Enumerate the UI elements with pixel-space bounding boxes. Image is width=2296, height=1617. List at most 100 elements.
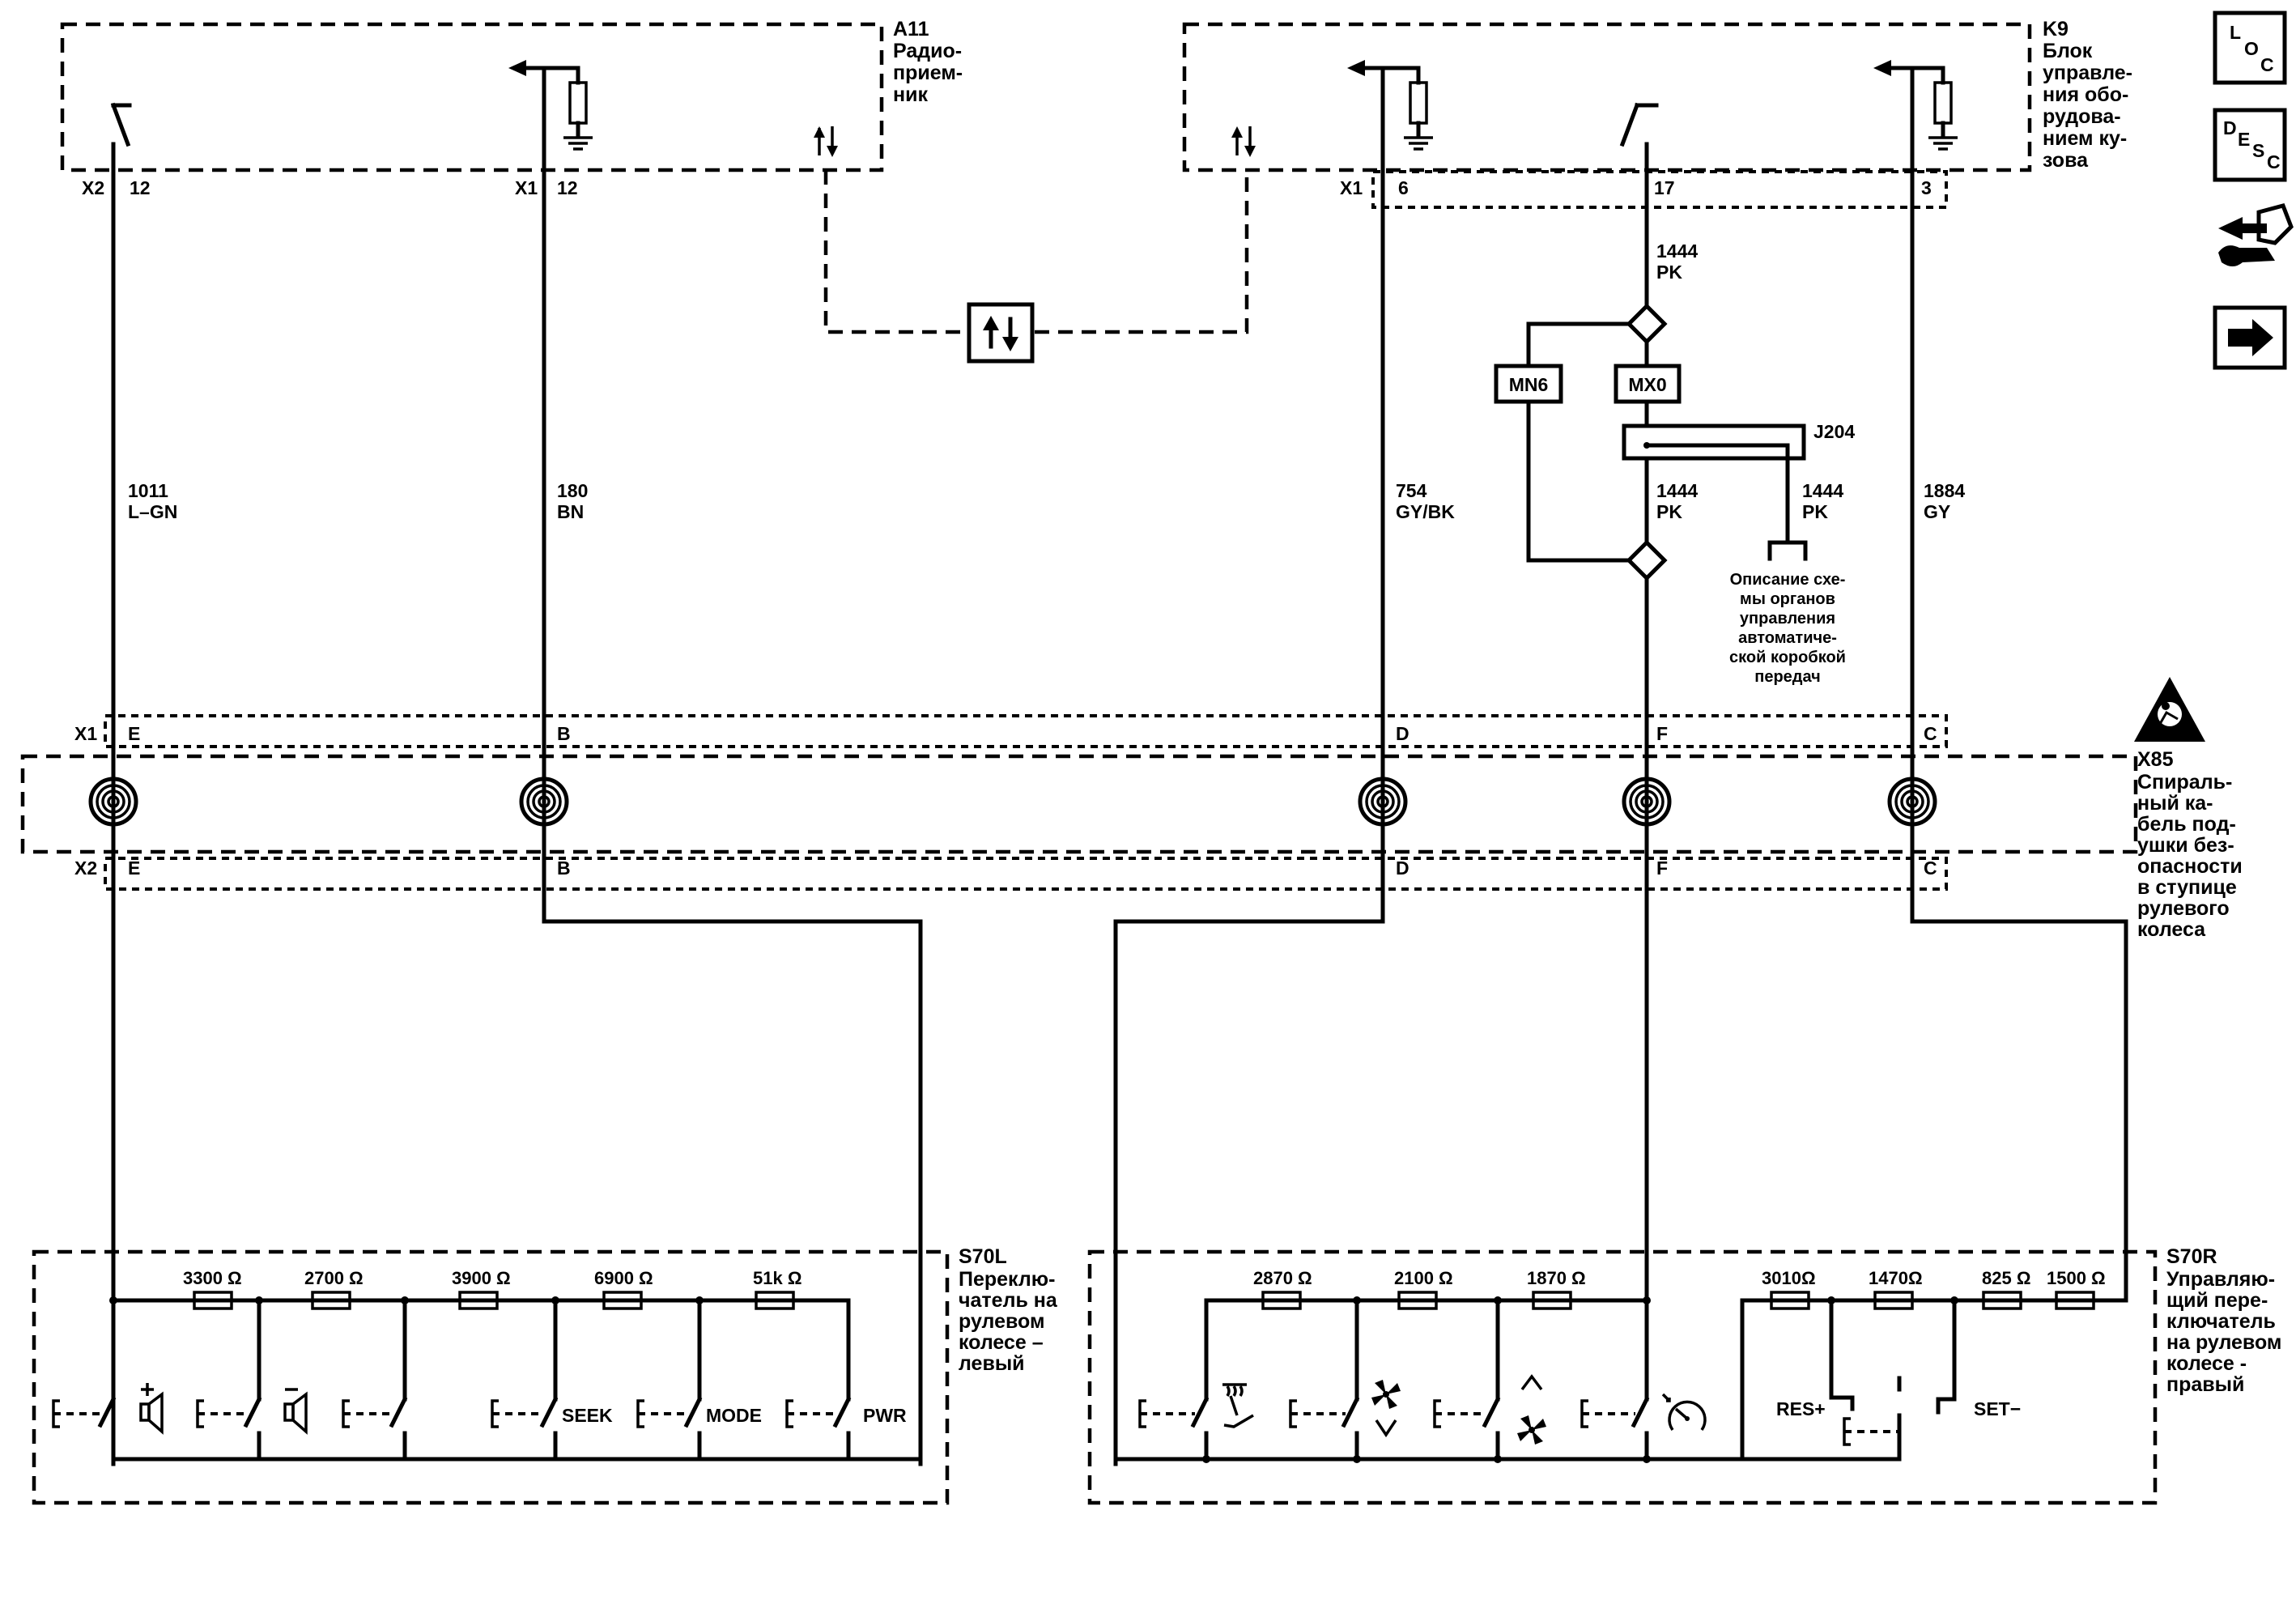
resistor-value: 2700 Ω — [304, 1268, 364, 1288]
serial-data-link — [823, 170, 1249, 364]
s70r-name-line: Управляю- — [2166, 1268, 2275, 1291]
module-k9: K9 Блок управле- ния обо- рудова- нием к… — [1182, 18, 2132, 209]
seek-label: SEEK — [562, 1405, 613, 1426]
clockspring-name-line: ушки без- — [2137, 834, 2234, 857]
a11-name-line: прием- — [893, 62, 963, 84]
wire-circuit-number: 1884 — [1924, 480, 1965, 501]
clockspring-x1-connector — [104, 714, 1948, 748]
s70l-name-line: колесе – — [959, 1331, 1044, 1354]
k9-id: K9 — [2043, 18, 2069, 40]
s70r-name-line: на рулевом — [2166, 1331, 2281, 1354]
clockspring-name-line: бель под- — [2137, 813, 2236, 836]
switch-s70r: S70R Управляю- щий пере- ключатель на ру… — [1087, 1245, 2281, 1505]
actuator — [196, 1399, 248, 1428]
coil-icon — [88, 777, 138, 827]
a11-conn-x1: X1 — [515, 177, 538, 198]
circuit-180: 180 BN — [542, 66, 923, 1466]
reference-note: Описание схе- мы органов управления авто… — [1729, 571, 1846, 686]
seat-heater-icon — [1222, 1383, 1254, 1428]
option-splice-bottom — [1626, 539, 1668, 581]
actuator — [491, 1399, 544, 1428]
loc-letter: O — [2244, 38, 2259, 59]
res-plus-label: RES+ — [1776, 1398, 1826, 1419]
a11-name-line: ник — [893, 83, 928, 106]
clockspring-name-line: Спираль- — [2137, 771, 2232, 794]
actuator — [1433, 1399, 1486, 1428]
resistor-value: 6900 Ω — [594, 1268, 653, 1288]
s70l-id: S70L — [959, 1245, 1007, 1268]
s70r-name-line: колесе - — [2166, 1352, 2247, 1375]
a11-conn-x2: X2 — [82, 177, 104, 198]
resistor-value: 3900 Ω — [452, 1268, 511, 1288]
reference-note-line: автоматиче- — [1738, 629, 1837, 647]
s70r-name-line: щий пере- — [2166, 1289, 2268, 1312]
actuator — [636, 1399, 688, 1428]
a11-pin-12-left: 12 — [130, 177, 151, 198]
clockspring-name-line: опасности — [2137, 855, 2243, 878]
option-mx0-label: MX0 — [1628, 374, 1666, 395]
resistor — [458, 1291, 499, 1310]
reference-note-line: Описание схе- — [1730, 571, 1846, 589]
clockspring-name-line: колеса — [2137, 918, 2206, 941]
s70l-name-line: Переклю- — [959, 1268, 1055, 1291]
actuator — [785, 1399, 837, 1428]
actuator — [1580, 1399, 1635, 1428]
wire-circuit-number: 180 — [557, 480, 588, 501]
desc-letter: S — [2252, 140, 2264, 161]
repair-info-icon — [2218, 203, 2294, 266]
clockspring-id: X85 — [2137, 748, 2174, 771]
clockspring-pin-d: D — [1396, 723, 1409, 744]
resistor — [1532, 1291, 1572, 1310]
circuit-754: 754 GY/BK — [1113, 66, 1455, 1466]
resistor-value: 1500 Ω — [2047, 1268, 2106, 1288]
loc-letter: L — [2230, 22, 2241, 43]
loc-letter: C — [2260, 54, 2274, 75]
clockspring-pin-c: C — [1924, 857, 1937, 879]
k9-name-line: рудова- — [2043, 105, 2121, 128]
clockspring-pin-f: F — [1656, 857, 1668, 879]
s70r-name-line: правый — [2166, 1373, 2244, 1396]
k9-name-line: нием ку- — [2043, 127, 2127, 150]
a11-pin-12-mid: 12 — [557, 177, 578, 198]
desc-letter: D — [2223, 117, 2237, 138]
resistor — [2055, 1291, 2095, 1310]
a11-name-line: Радио- — [893, 40, 962, 62]
set-minus-label: SET− — [1974, 1398, 2021, 1419]
wire-color-code: PK — [1656, 262, 1682, 283]
resistor — [602, 1291, 643, 1310]
clockspring-conn-x1: X1 — [74, 723, 97, 744]
option-mn6-label: MN6 — [1509, 374, 1549, 395]
reference-note-line: передач — [1754, 668, 1820, 686]
resistor — [1873, 1291, 1914, 1310]
k9-pin-6: 6 — [1398, 177, 1409, 198]
clockspring-pin-f: F — [1656, 723, 1668, 744]
module-a11: A11 Радио- прием- ник X2 — [60, 18, 963, 198]
fan-down-icon — [1371, 1380, 1401, 1438]
a11-switch-symbol — [110, 102, 132, 147]
coil-icon — [519, 777, 569, 827]
actuator — [1138, 1399, 1195, 1428]
k9-pullup-pin6 — [1347, 60, 1433, 151]
circuit-1884: 1884 GY — [1910, 66, 2128, 1303]
coil-icon — [1887, 777, 1937, 827]
resistor-value: 2100 Ω — [1394, 1268, 1453, 1288]
circuit-1444: 1444 PK MN6 MX0 J204 1444 PK 1444 PK Опи… — [1494, 142, 1855, 1303]
k9-data-arrows-icon — [1231, 126, 1256, 157]
resistor-value: 2870 Ω — [1253, 1268, 1312, 1288]
cruise-control-icon — [1661, 1393, 1707, 1432]
k9-name-line: Блок — [2043, 40, 2093, 62]
wire-circuit-number: 1444 — [1656, 480, 1698, 501]
k9-name-line: управле- — [2043, 62, 2132, 84]
wire-color-code: L–GN — [128, 501, 177, 522]
volume-down-icon — [283, 1388, 308, 1435]
desc-letter: C — [2267, 151, 2281, 172]
clockspring-pin-b: B — [557, 723, 571, 744]
k9-name-line: зова — [2043, 149, 2089, 172]
resistor — [1982, 1291, 2022, 1310]
clockspring-pin-b: B — [557, 857, 571, 879]
k9-name-line: ния обо- — [2043, 83, 2128, 106]
s70l-name-line: чатель на — [959, 1289, 1058, 1312]
s70r-id: S70R — [2166, 1245, 2217, 1268]
volume-up-icon — [139, 1383, 164, 1435]
wire-circuit-number: 1011 — [128, 480, 168, 501]
